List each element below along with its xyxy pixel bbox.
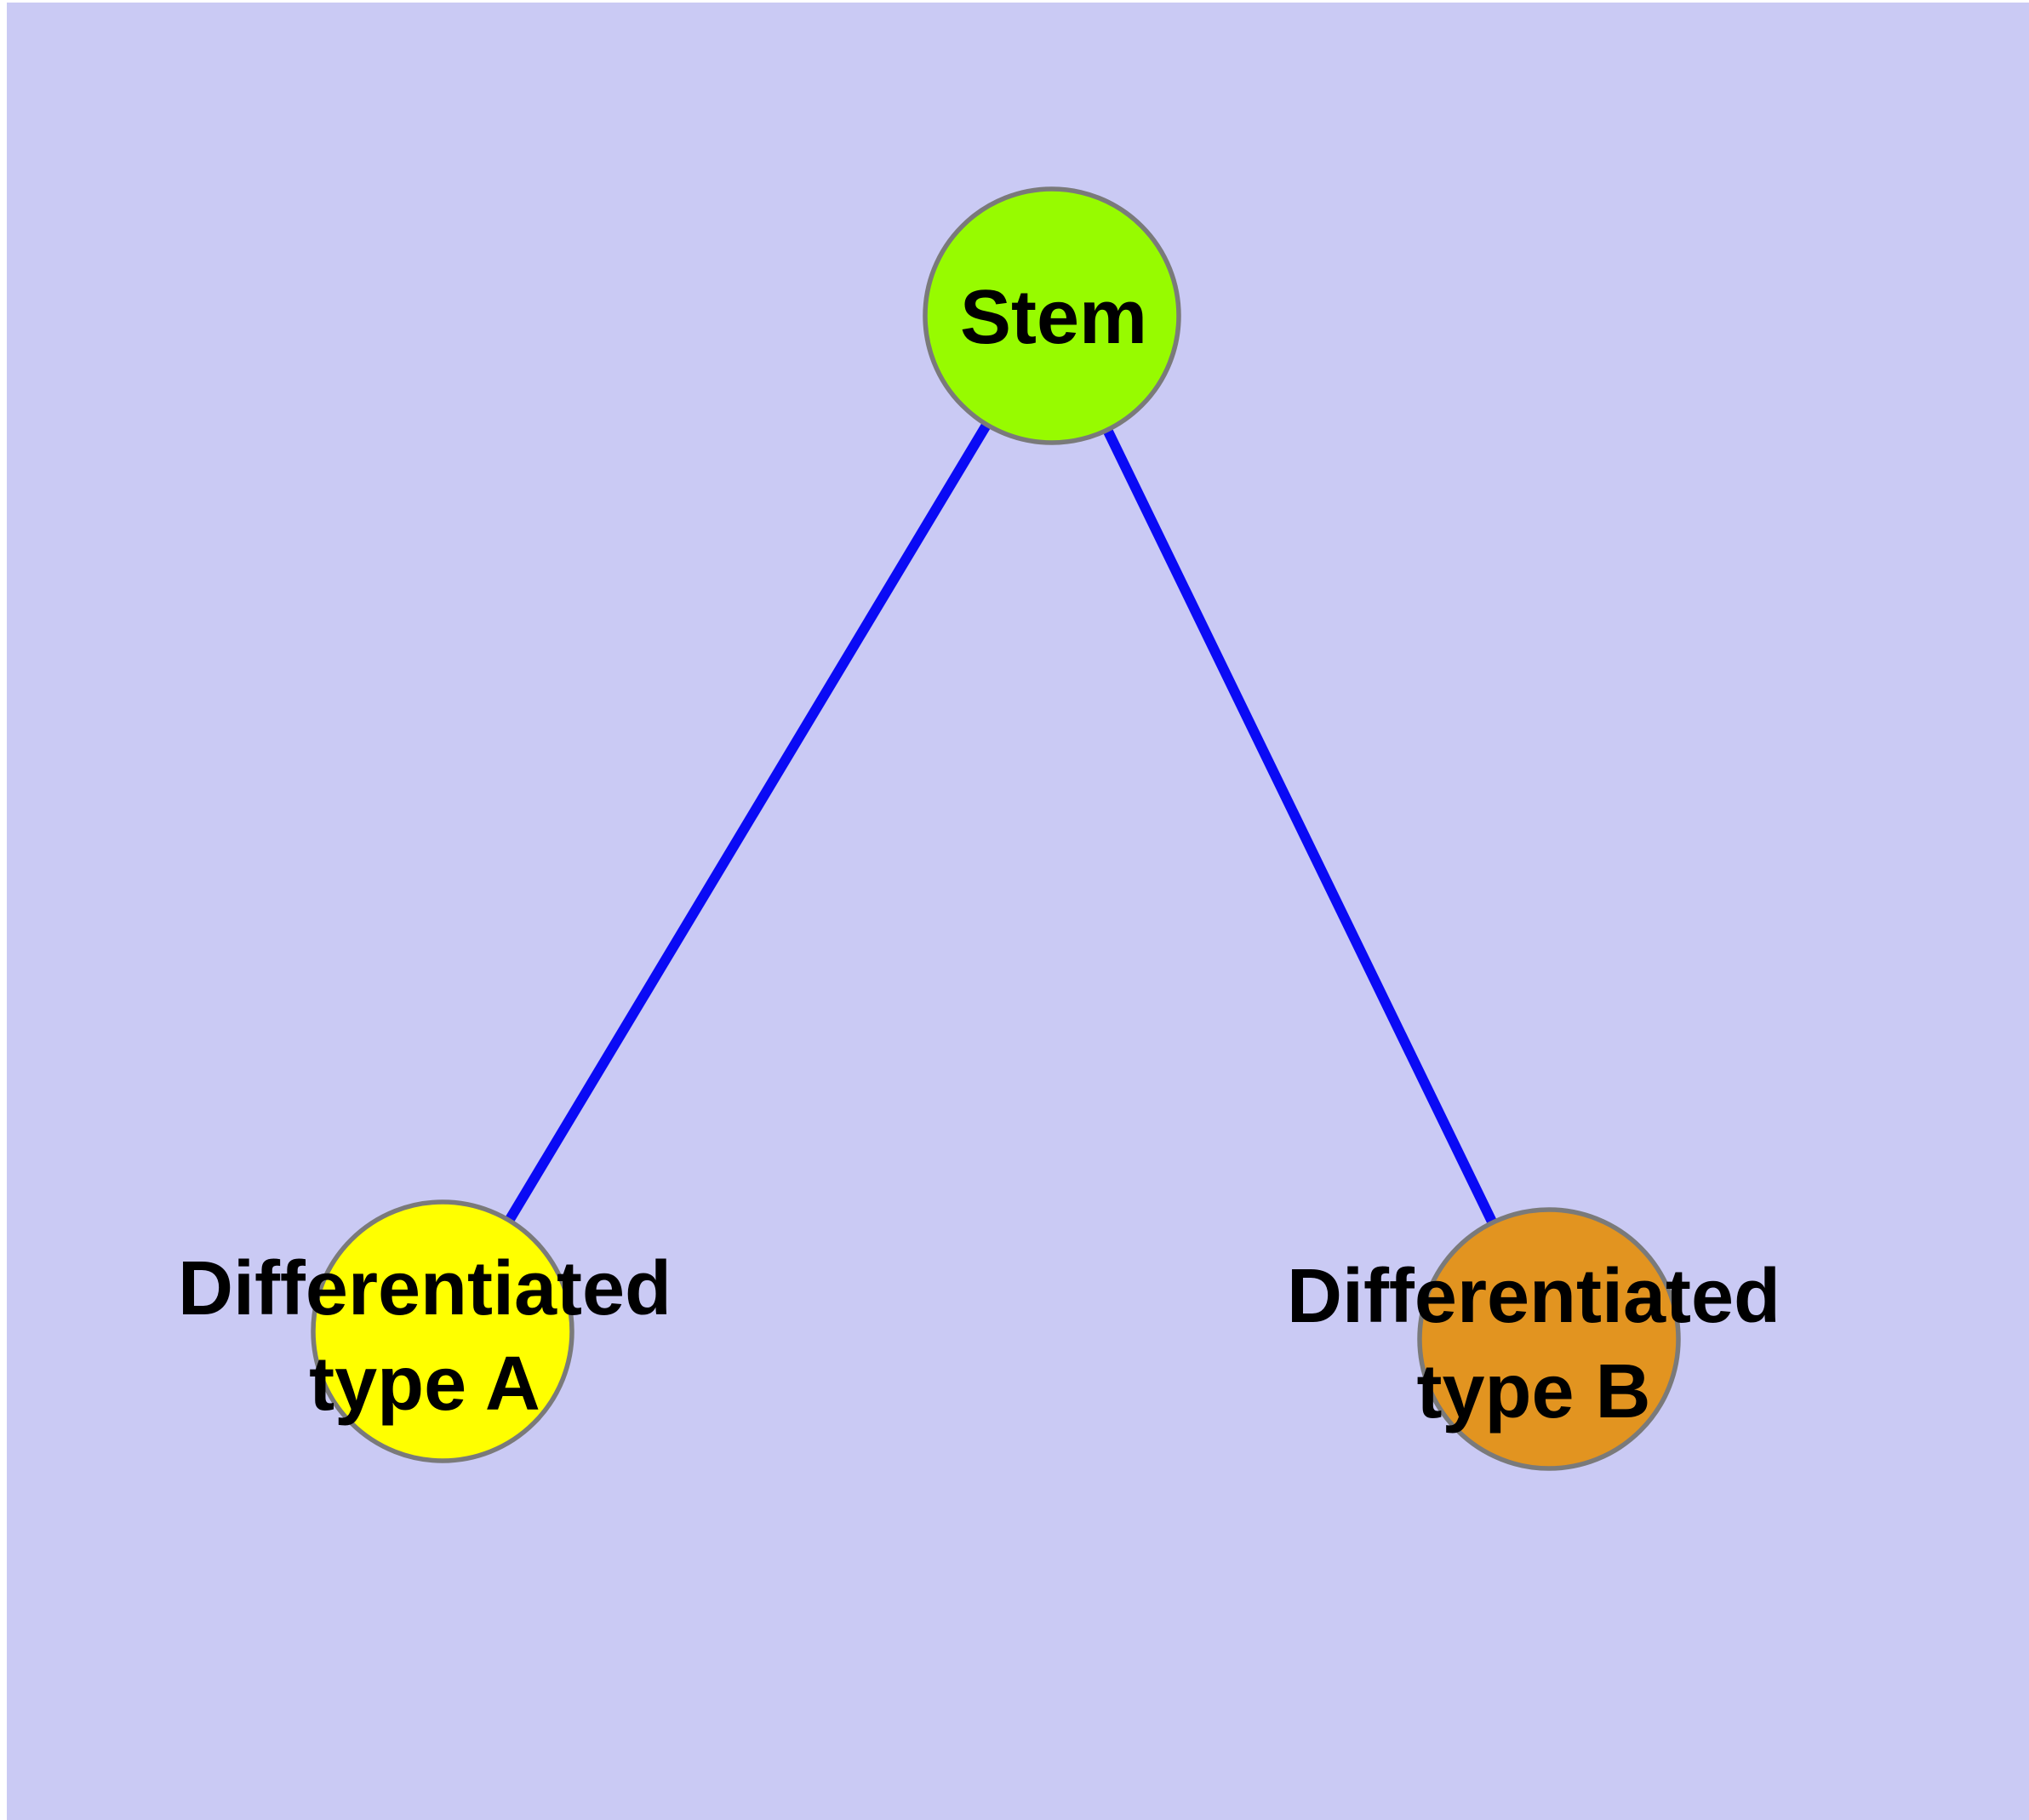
node-type-a-label-line1: Differentiated xyxy=(178,1246,672,1331)
node-differentiated-type-a[interactable] xyxy=(311,1199,574,1463)
edge-stem-to-type-a xyxy=(437,312,1057,1335)
node-stem[interactable] xyxy=(923,186,1181,445)
node-type-b-label-line2: type B xyxy=(1416,1349,1650,1434)
node-type-b-label-line1: Differentiated xyxy=(1287,1254,1780,1339)
node-differentiated-type-b[interactable] xyxy=(1417,1207,1681,1471)
node-type-a-label-line2: type A xyxy=(309,1342,540,1427)
edge-stem-to-type-b xyxy=(1047,313,1554,1342)
node-stem-label: Stem xyxy=(960,275,1147,360)
